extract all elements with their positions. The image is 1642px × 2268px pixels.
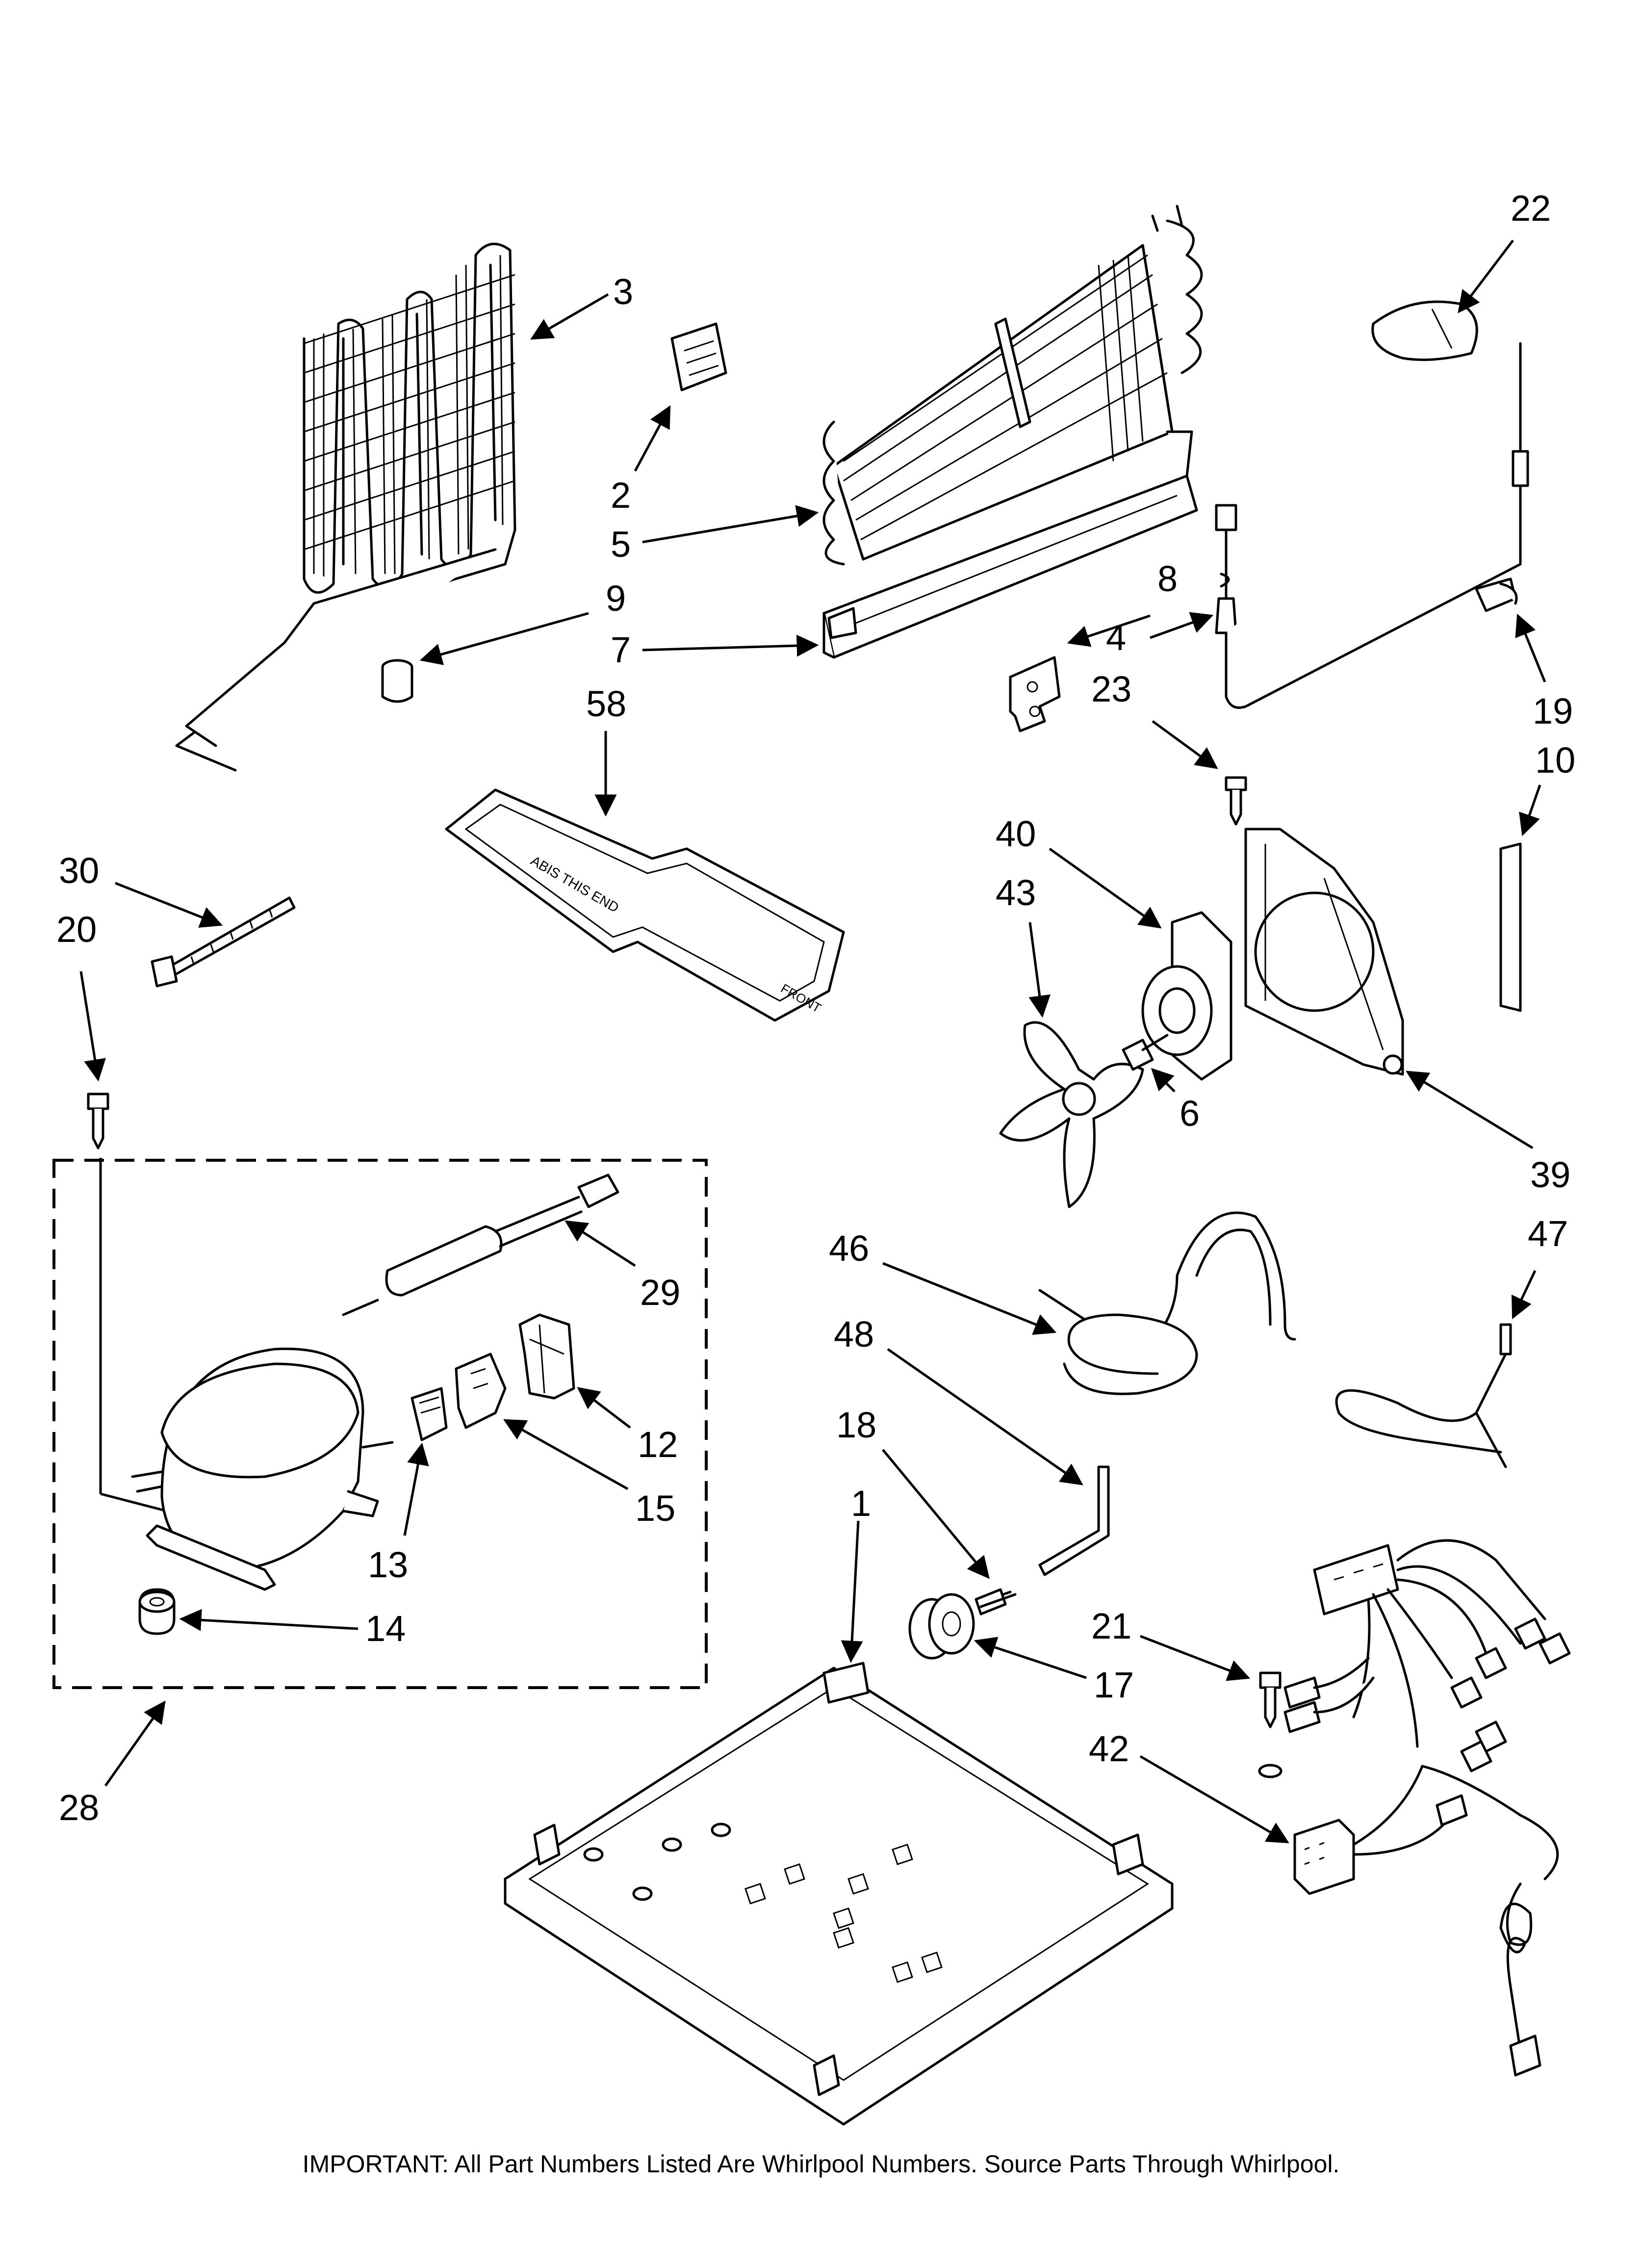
- drip-tray: ABIS THIS END FRONT: [445, 788, 845, 1022]
- callout-3: 3: [613, 271, 633, 312]
- relay-cover: [518, 1313, 575, 1400]
- base-frame: [504, 1662, 1174, 2126]
- start-relay: [455, 1353, 507, 1429]
- callout-40: 40: [996, 813, 1036, 854]
- fan-shroud: [1244, 828, 1404, 1076]
- cable-tie: [151, 896, 296, 988]
- callout-13: 13: [368, 1544, 408, 1585]
- mounting-clip: [1009, 656, 1061, 732]
- callout-19: 19: [1533, 691, 1573, 731]
- callout-28: 28: [59, 1787, 99, 1828]
- callout-39: 39: [1530, 1154, 1570, 1195]
- callout-42: 42: [1089, 1728, 1129, 1769]
- callout-43: 43: [996, 872, 1036, 913]
- drain-trough: [822, 430, 1198, 659]
- callout-23: 23: [1091, 669, 1131, 709]
- sensor-probe: [1475, 342, 1529, 612]
- callout-9: 9: [606, 578, 626, 619]
- tubing-46: [1038, 1211, 1296, 1395]
- capacitor: [381, 659, 413, 703]
- fan-blade: [999, 1021, 1144, 1208]
- callout-22: 22: [1511, 188, 1551, 229]
- callout-18: 18: [836, 1405, 876, 1445]
- overload-protector: [410, 1387, 448, 1441]
- callout-6: 6: [1180, 1093, 1200, 1134]
- bolt-18: [975, 1588, 1017, 1616]
- grommet: [138, 1588, 176, 1635]
- screw-6: [1122, 1034, 1169, 1071]
- callout-1: 1: [851, 1483, 871, 1524]
- gasket-strip: [1499, 842, 1522, 1012]
- callout-4: 4: [1106, 617, 1126, 658]
- roller-wheel: [908, 1593, 975, 1660]
- compressor-assembly-boundary: [52, 1159, 708, 1689]
- sensor-cover: [1371, 300, 1478, 361]
- callout-14: 14: [365, 1608, 406, 1649]
- fan-motor: [1141, 911, 1232, 1081]
- capillary-tube: [1335, 1323, 1512, 1468]
- callout-29: 29: [640, 1272, 680, 1313]
- callout-58: 58: [586, 683, 626, 724]
- compressor: [131, 1347, 394, 1591]
- callout-15: 15: [635, 1488, 675, 1529]
- filter-drier: [342, 1173, 619, 1316]
- evaporator: [822, 205, 1203, 566]
- callout-17: 17: [1094, 1665, 1134, 1705]
- callout-2: 2: [611, 475, 631, 516]
- screw-21: [1258, 1671, 1283, 1778]
- footer-note: IMPORTANT: All Part Numbers Listed Are W…: [303, 2150, 1340, 2178]
- callout-8: 8: [1157, 558, 1178, 599]
- callout-7: 7: [611, 629, 631, 670]
- callout-10: 10: [1535, 740, 1575, 781]
- filter-pad: [670, 322, 727, 391]
- condenser-coil: [175, 242, 516, 772]
- callout-20: 20: [56, 909, 97, 950]
- screw-20: [87, 1093, 109, 1149]
- defrost-thermostat: [1215, 386, 1522, 709]
- callout-30: 30: [59, 850, 99, 891]
- wiring-harness: [1283, 1539, 1571, 2077]
- screw-23: [1225, 776, 1247, 826]
- callout-47: 47: [1528, 1213, 1568, 1254]
- callout-46: 46: [829, 1228, 869, 1269]
- tube-48: [1038, 1465, 1110, 1576]
- callout-48: 48: [834, 1314, 874, 1355]
- callout-21: 21: [1091, 1606, 1131, 1646]
- callout-5: 5: [611, 524, 631, 565]
- callout-12: 12: [638, 1424, 678, 1465]
